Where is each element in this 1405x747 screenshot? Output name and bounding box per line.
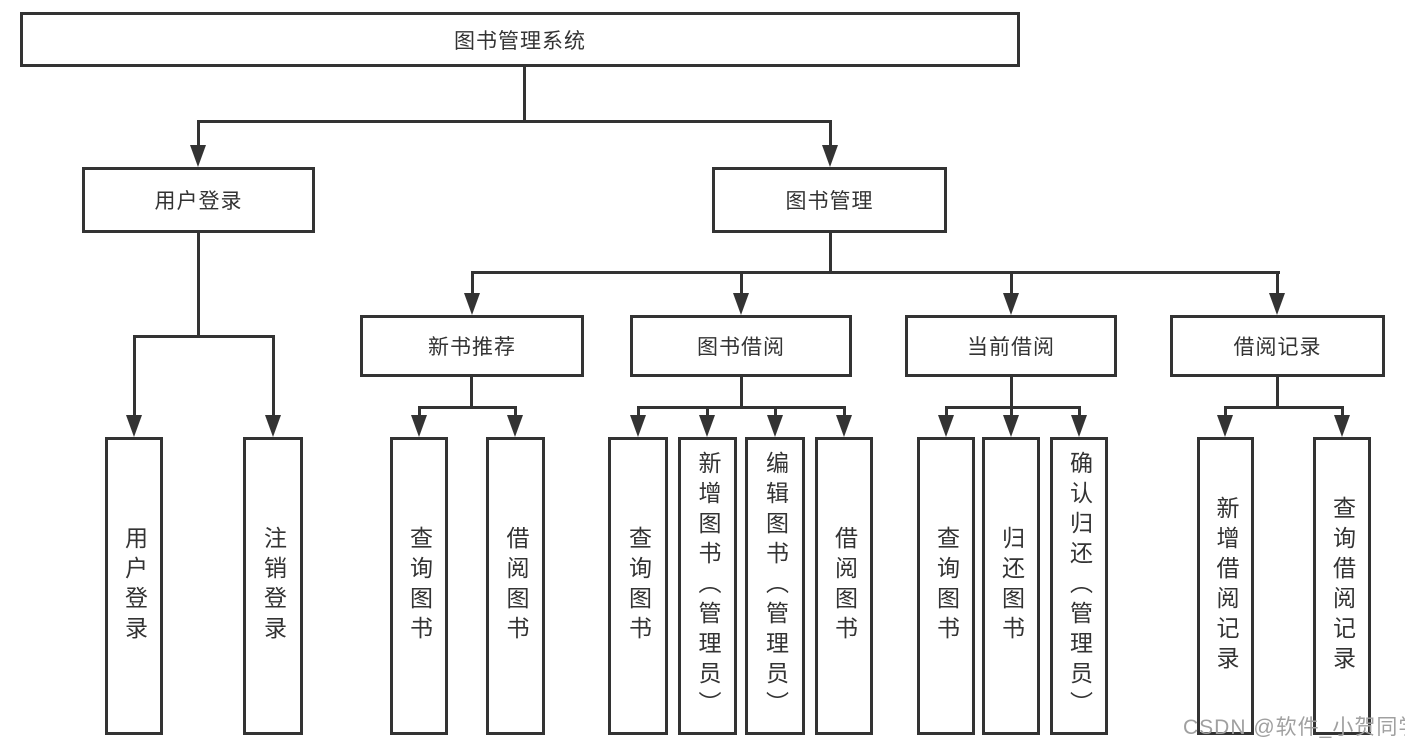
arrowhead-icon	[507, 415, 523, 437]
connector-book-management-stub	[829, 120, 832, 146]
leaf-logout-login-label: 注销登录	[260, 526, 287, 646]
node-book-management-label: 图书管理	[785, 190, 874, 213]
arrowhead-icon	[1334, 415, 1350, 437]
node-user-login-label: 用户登录	[154, 190, 243, 213]
arrowhead-icon	[699, 415, 715, 437]
leaf-current-confirm-return-admin-label: 确认归还（管理员）	[1066, 451, 1093, 721]
connector-book-management-split	[471, 271, 1280, 274]
connector-new-book-split	[418, 406, 517, 409]
connector-borrow-records-drop	[1276, 377, 1279, 406]
leaf-borrow-query-books-label: 查询图书	[625, 526, 652, 646]
connector-leaf-user-login-stub	[133, 335, 136, 415]
connector-root-drop	[523, 67, 526, 120]
arrowhead-icon	[822, 145, 838, 167]
arrowhead-icon	[733, 293, 749, 315]
connector-leaf-logout-stub	[272, 335, 275, 415]
connector-leaf-stub	[706, 406, 709, 415]
leaf-current-return-books: 归还图书	[982, 437, 1040, 735]
node-current-borrow-label: 当前借阅	[967, 336, 1055, 359]
node-borrow-records-label: 借阅记录	[1233, 336, 1322, 359]
leaf-records-query-record: 查询借阅记录	[1313, 437, 1371, 735]
connector-user-login-stub	[197, 120, 200, 146]
leaf-current-confirm-return-admin: 确认归还（管理员）	[1050, 437, 1108, 735]
leaf-user-login: 用户登录	[105, 437, 163, 735]
connector-leaf-stub	[774, 406, 777, 415]
connector-borrow-records-stub	[1276, 271, 1279, 293]
node-book-borrow-label: 图书借阅	[697, 336, 785, 359]
arrowhead-icon	[938, 415, 954, 437]
leaf-records-add-record: 新增借阅记录	[1197, 437, 1254, 735]
connector-book-borrow-drop	[740, 377, 743, 406]
node-library-system-label: 图书管理系统	[454, 29, 586, 53]
arrowhead-icon	[265, 415, 281, 437]
node-borrow-records: 借阅记录	[1170, 315, 1385, 377]
arrowhead-icon	[411, 415, 427, 437]
arrowhead-icon	[1071, 415, 1087, 437]
leaf-records-query-record-label: 查询借阅记录	[1329, 496, 1356, 676]
node-library-system: 图书管理系统	[20, 12, 1020, 67]
node-new-book-recommend-label: 新书推荐	[428, 336, 516, 359]
node-book-borrow: 图书借阅	[630, 315, 852, 377]
arrowhead-icon	[1217, 415, 1233, 437]
connector-borrow-records-split	[1224, 406, 1344, 409]
arrowhead-icon	[767, 415, 783, 437]
connector-leaf-stub	[1341, 406, 1344, 415]
arrowhead-icon	[464, 293, 480, 315]
leaf-borrow-borrow-books-label: 借阅图书	[831, 526, 858, 646]
connector-user-login-drop	[197, 233, 200, 335]
arrowhead-icon	[1269, 293, 1285, 315]
connector-book-borrow-stub	[740, 271, 743, 293]
connector-book-management-drop	[829, 233, 832, 271]
arrowhead-icon	[1003, 415, 1019, 437]
csdn-watermark: CSDN @软件_小贺同学	[1183, 716, 1405, 739]
arrowhead-icon	[1003, 293, 1019, 315]
node-user-login: 用户登录	[82, 167, 315, 233]
connector-leaf-stub	[843, 406, 846, 415]
leaf-recommend-query-books: 查询图书	[390, 437, 448, 735]
connector-current-borrow-stub	[1010, 271, 1013, 293]
leaf-records-add-record-label: 新增借阅记录	[1213, 496, 1239, 676]
leaf-recommend-query-books-label: 查询图书	[406, 526, 433, 646]
leaf-logout-login: 注销登录	[243, 437, 303, 735]
leaf-borrow-query-books: 查询图书	[608, 437, 668, 735]
connector-leaf-stub	[1078, 406, 1081, 415]
connector-leaf-stub	[637, 406, 640, 415]
leaf-borrow-edit-books-admin: 编辑图书（管理员）	[745, 437, 805, 735]
leaf-recommend-borrow-books-label: 借阅图书	[503, 526, 529, 646]
leaf-current-query-books: 查询图书	[917, 437, 975, 735]
node-new-book-recommend: 新书推荐	[360, 315, 584, 377]
leaf-borrow-add-books-admin-label: 新增图书（管理员）	[695, 451, 721, 721]
node-current-borrow: 当前借阅	[905, 315, 1117, 377]
connector-leaf-stub	[514, 406, 517, 415]
arrowhead-icon	[836, 415, 852, 437]
connector-current-borrow-drop	[1010, 377, 1013, 406]
leaf-borrow-edit-books-admin-label: 编辑图书（管理员）	[762, 451, 789, 721]
connector-user-login-split	[133, 335, 275, 338]
leaf-recommend-borrow-books: 借阅图书	[486, 437, 545, 735]
leaf-borrow-add-books-admin: 新增图书（管理员）	[678, 437, 737, 735]
connector-root-split	[197, 120, 831, 123]
connector-leaf-stub	[1010, 406, 1013, 415]
node-book-management: 图书管理	[712, 167, 947, 233]
leaf-current-return-books-label: 归还图书	[998, 526, 1025, 646]
connector-current-borrow-split	[945, 406, 1081, 409]
leaf-current-query-books-label: 查询图书	[933, 526, 960, 646]
leaf-user-login-label: 用户登录	[121, 526, 148, 646]
leaf-borrow-borrow-books: 借阅图书	[815, 437, 873, 735]
connector-leaf-stub	[945, 406, 948, 415]
connector-new-book-drop	[470, 377, 473, 406]
connector-new-book-stub	[471, 271, 474, 293]
connector-leaf-stub	[1224, 406, 1227, 415]
arrowhead-icon	[126, 415, 142, 437]
connector-leaf-stub	[418, 406, 421, 415]
connector-book-borrow-split	[637, 406, 846, 409]
arrowhead-icon	[190, 145, 206, 167]
arrowhead-icon	[630, 415, 646, 437]
